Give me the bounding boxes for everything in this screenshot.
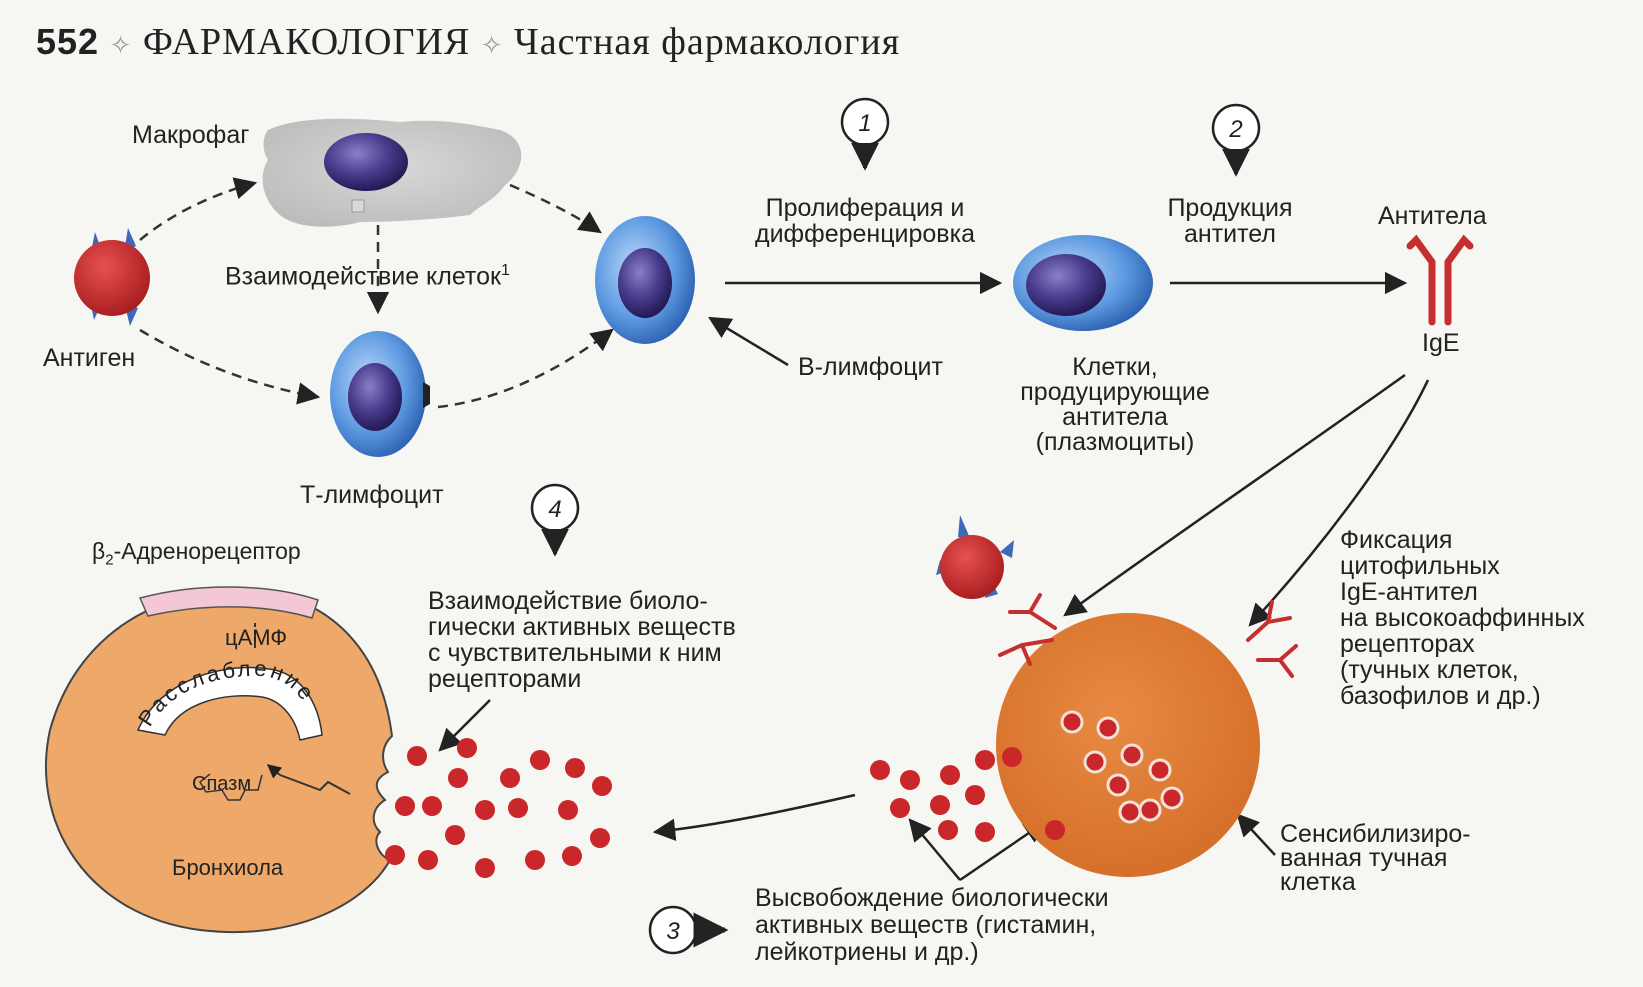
- fix-line-1: Фиксация: [1340, 526, 1453, 554]
- proliferation-line-2: дифференцировка: [755, 220, 975, 248]
- ige-label: IgE: [1422, 329, 1460, 357]
- bronchiole: [45, 586, 394, 934]
- release-line-2: активных веществ (гистамин,: [755, 911, 1097, 939]
- antigen-left: [74, 228, 150, 326]
- released-granules: [385, 738, 1065, 878]
- receptor-text: -Адренорецептор: [113, 538, 301, 564]
- b-lymphocyte: [595, 216, 695, 344]
- step-4-number: 4: [548, 496, 561, 523]
- receptor-subscript: 2: [105, 551, 114, 569]
- antigen-label: Антиген: [43, 344, 136, 372]
- footnote-marker: 1: [500, 262, 510, 279]
- plasma-cell: [1013, 235, 1153, 331]
- beta-symbol: β: [92, 538, 106, 564]
- fix-line-2: цитофильных: [1340, 552, 1500, 580]
- diamond-icon: ✧: [480, 31, 504, 60]
- plasma-line-4: (плазмоциты): [1035, 428, 1195, 456]
- macrophage-label: Макрофаг: [132, 121, 250, 149]
- step-2-number: 2: [1228, 116, 1242, 143]
- mast-line-2: ванная тучная: [1280, 844, 1448, 872]
- plasma-line-3: антитела: [1062, 403, 1168, 431]
- production-line-1: Продукция: [1167, 194, 1293, 222]
- proliferation-label: Пролиферация и дифференцировка: [740, 195, 990, 247]
- ige-antibody: [1406, 234, 1474, 326]
- b-lymphocyte-label: В-лимфоцит: [798, 353, 943, 381]
- page-header: 552 ✧ ФАРМАКОЛОГИЯ ✧ Частная фармакологи…: [36, 20, 900, 64]
- section-title: ФАРМАКОЛОГИЯ: [142, 21, 471, 63]
- fix-line-6: (тучных клеток,: [1340, 656, 1519, 684]
- release-line-1: Высвобождение биологически: [755, 884, 1109, 912]
- mast-cell-ige-receptors: [998, 593, 1298, 678]
- bas-line-1: Взаимодействие биоло-: [428, 587, 708, 615]
- diamond-icon: ✧: [109, 31, 133, 60]
- mast-cell: [996, 593, 1298, 877]
- fix-line-5: рецепторах: [1340, 630, 1475, 658]
- cell-interaction-text: Взаимодействие клеток: [225, 262, 501, 291]
- cell-interaction-label: Взаимодействие клеток1: [225, 258, 510, 289]
- step-3: 3: [648, 905, 729, 955]
- step-1-number: 1: [858, 110, 871, 137]
- step-2: 2: [1211, 103, 1261, 177]
- beta2-receptor-label: β2-Адренорецептор: [92, 538, 301, 574]
- macrophage: [262, 118, 522, 227]
- bas-line-4: рецепторами: [428, 665, 582, 693]
- step-1: 1: [840, 97, 890, 171]
- bas-interaction-label: Взаимодействие биоло- гически активных в…: [428, 588, 736, 692]
- bas-line-2: гически активных веществ: [428, 613, 736, 641]
- t-lymphocyte-label: Т-лимфоцит: [300, 481, 444, 509]
- step-3-number: 3: [666, 918, 680, 945]
- flow-arrows: [438, 271, 1430, 882]
- antibodies-label: Антитела: [1378, 202, 1487, 230]
- plasma-line-1: Клетки,: [1072, 353, 1158, 381]
- mast-line-3: клетка: [1280, 868, 1356, 896]
- release-line-3: лейкотриены и др.): [755, 938, 979, 966]
- subsection-title: Частная фармакология: [514, 21, 901, 63]
- spasm-label: Спазм: [192, 773, 251, 795]
- cell-interaction-arrows: [139, 177, 614, 409]
- camp-label: цАМФ: [225, 625, 287, 650]
- fix-line-3: IgE-антител: [1340, 578, 1478, 606]
- release-label: Высвобождение биологически активных веще…: [755, 885, 1109, 966]
- proliferation-line-1: Пролиферация и: [765, 194, 965, 222]
- t-lymphocyte: [330, 331, 430, 457]
- production-label: Продукция антител: [1140, 195, 1320, 247]
- plasma-cell-label: Клетки, продуцирующие антитела (плазмоци…: [1010, 355, 1220, 455]
- step-4: 4: [530, 483, 580, 557]
- fix-line-4: на высокоаффинных: [1340, 604, 1585, 632]
- fix-line-7: базофилов и др.): [1340, 682, 1541, 710]
- plasma-line-2: продуцирующие: [1020, 378, 1210, 406]
- page-number: 552: [36, 21, 100, 62]
- mast-cell-granules: [1060, 710, 1184, 824]
- bronchiole-label: Бронхиола: [172, 855, 284, 880]
- bas-line-3: с чувствительными к ним: [428, 639, 722, 667]
- production-line-2: антител: [1184, 220, 1276, 248]
- mast-cell-label: Сенсибилизиро- ванная тучная клетка: [1280, 820, 1471, 896]
- antigen-on-mast-cell: [936, 515, 1014, 599]
- ige-fixation-label: Фиксация цитофильных IgE-антител на высо…: [1340, 527, 1585, 709]
- mast-line-1: Сенсибилизиро-: [1280, 820, 1471, 848]
